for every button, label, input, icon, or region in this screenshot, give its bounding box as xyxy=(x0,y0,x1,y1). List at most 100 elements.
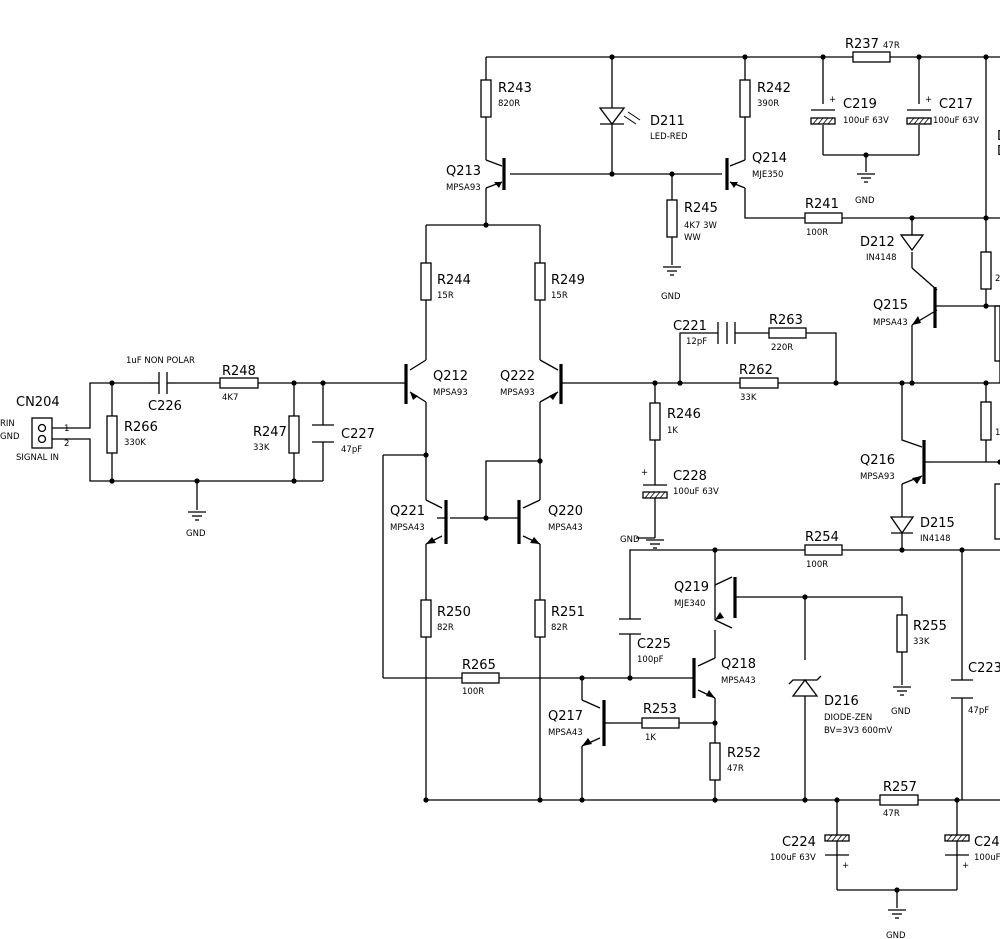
right-resistor-3 xyxy=(980,401,992,441)
q217-ref: Q217 xyxy=(548,709,583,724)
r246-body xyxy=(649,402,661,441)
d212-ref: D212 xyxy=(860,235,895,250)
diode-symbols xyxy=(598,107,925,697)
q222-ref: Q222 xyxy=(500,369,535,384)
c223-value: 47pF xyxy=(968,706,989,716)
q213-ref: Q213 xyxy=(446,164,481,179)
q222-value: MPSA93 xyxy=(500,388,535,398)
r251-body xyxy=(534,599,546,638)
cn204-caption: SIGNAL IN xyxy=(16,453,59,463)
r266-ref: R266 xyxy=(124,420,158,435)
c226-value: 1uF NON POLAR xyxy=(126,356,195,366)
r245-value2: WW xyxy=(684,233,701,243)
c225-value: 100pF xyxy=(637,655,664,665)
r244-value: 15R xyxy=(437,291,454,301)
gnd-label-r245: GND xyxy=(661,292,681,302)
cn204-connector xyxy=(31,417,53,449)
r237-body xyxy=(852,51,891,63)
cn204-pin1-number: 1 xyxy=(64,424,69,434)
c24x-plus: + xyxy=(962,861,969,871)
junction-dots xyxy=(109,54,1000,893)
gnd-label-c219: GND xyxy=(855,196,875,206)
r262-value: 33K xyxy=(740,393,757,403)
r263-value: 220R xyxy=(771,343,793,353)
c223-ref: C223 xyxy=(968,661,1000,676)
r250-value: 82R xyxy=(437,623,454,633)
transistor-symbols xyxy=(400,158,937,746)
c217-plus: + xyxy=(925,95,932,105)
c227-value: 47pF xyxy=(341,445,362,455)
electrolytic-hatching xyxy=(644,117,968,842)
q216-ref: Q216 xyxy=(860,453,895,468)
c227-ref: C227 xyxy=(341,427,375,442)
r237-ref: R237 xyxy=(845,37,879,52)
q217-value: MPSA43 xyxy=(548,728,583,738)
r248-body xyxy=(219,377,259,389)
cn204-pin2-number: 2 xyxy=(64,439,69,449)
c226-ref: C226 xyxy=(148,399,182,414)
r243-ref: R243 xyxy=(498,81,532,96)
r244-ref: R244 xyxy=(437,273,471,288)
c24x-ref: C24 xyxy=(974,835,1000,850)
r263-body xyxy=(768,327,807,339)
r249-ref: R249 xyxy=(551,273,585,288)
c228-plus: + xyxy=(641,468,648,478)
c217-ref: C217 xyxy=(939,97,973,112)
c228-ref: C228 xyxy=(673,469,707,484)
r250-body xyxy=(420,599,432,638)
r262-body xyxy=(739,377,779,389)
labels: CN204 RIN GND 1 2 SIGNAL IN R237 47R R24… xyxy=(0,37,1000,939)
r237-value: 47R xyxy=(883,41,900,51)
r250-ref: R250 xyxy=(437,605,471,620)
r254-value: 100R xyxy=(806,560,828,570)
q221-ref: Q221 xyxy=(390,504,425,519)
q216-value: MPSA93 xyxy=(860,472,895,482)
r242-value: 390R xyxy=(757,99,779,109)
r255-body xyxy=(896,614,908,653)
r252-ref: R252 xyxy=(727,746,761,761)
r241-ref: R241 xyxy=(805,197,839,212)
q221-value: MPSA43 xyxy=(390,523,425,533)
r242-ref: R242 xyxy=(757,81,791,96)
cn204-pin2-label: GND xyxy=(0,432,20,442)
cn204-ref: CN204 xyxy=(16,395,60,410)
r263-ref: R263 xyxy=(769,313,803,328)
r257-value: 47R xyxy=(883,809,900,819)
c24x-value: 100uF xyxy=(974,853,1000,863)
r257-ref: R257 xyxy=(883,780,917,795)
r254-body xyxy=(804,544,843,556)
gnd-label-bottom: GND xyxy=(886,931,906,939)
r253-body xyxy=(641,717,680,729)
q214-ref: Q214 xyxy=(752,151,787,166)
r252-value: 47R xyxy=(727,764,744,774)
r247-value: 33K xyxy=(253,443,270,453)
edge-fragment-1: D xyxy=(997,129,1000,144)
gnd-label-r255: GND xyxy=(891,707,911,717)
c221-ref: C221 xyxy=(673,319,707,334)
right-resistor-1 xyxy=(980,251,992,290)
r265-body xyxy=(461,672,500,684)
r262-ref: R262 xyxy=(739,363,773,378)
q214-value: MJE350 xyxy=(752,170,783,180)
r265-value: 100R xyxy=(462,687,484,697)
q218-ref: Q218 xyxy=(721,657,756,672)
c219-plus: + xyxy=(829,95,836,105)
c225-ref: C225 xyxy=(637,637,671,652)
edge-fragment-2: D xyxy=(997,144,1000,159)
d211-ref: D211 xyxy=(650,114,685,129)
d216-value2: BV=3V3 600mV xyxy=(824,726,892,736)
q215-ref: Q215 xyxy=(873,298,908,313)
edge-fragment-4: 1 xyxy=(995,428,1000,438)
q212-value: MPSA93 xyxy=(433,388,468,398)
gnd-label-input: GND xyxy=(186,529,206,539)
gnd-label-c228: GND xyxy=(620,535,640,545)
r245-ref: R245 xyxy=(684,201,718,216)
r251-value: 82R xyxy=(551,623,568,633)
ground-symbols xyxy=(187,173,912,919)
r255-value: 33K xyxy=(913,637,930,647)
r243-value: 820R xyxy=(498,99,520,109)
r251-ref: R251 xyxy=(551,605,585,620)
c221-value: 12pF xyxy=(686,337,707,347)
r247-body xyxy=(288,415,300,454)
